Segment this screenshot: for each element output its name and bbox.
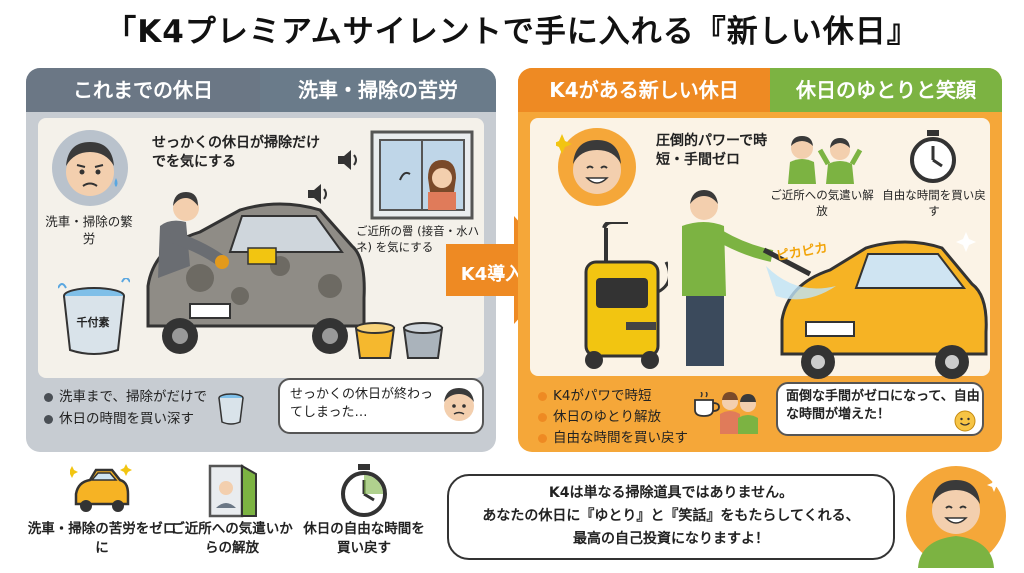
after-list: K4がパワで時短 休日のゆとり解放 自由な時間を買い戻す <box>538 386 688 449</box>
neighbor-label: ご近所の罾 (接音・水ハネ) を気にする <box>356 224 480 254</box>
feature-label: 洗車・掃除の苦労をゼロに <box>27 521 177 556</box>
after-speech-bubble <box>776 382 984 436</box>
smile-emoji-icon <box>954 410 976 432</box>
cleaning-buckets-icon <box>354 322 444 359</box>
speaker-icon <box>338 150 357 170</box>
power-text: 圧倒的パワーで時短・手間ゼロ <box>656 133 768 168</box>
water-bucket-icon <box>218 393 244 425</box>
before-header: これまでの休日 <box>26 68 260 112</box>
before-list: 洗車まで、掃除がだけで 休日の時間を買い深す <box>44 386 207 430</box>
coffee-cup-icon <box>694 392 720 417</box>
door-icon <box>208 464 257 518</box>
list-item: 休日の時間を買い深す <box>44 408 207 430</box>
stopwatch-icon <box>910 130 956 183</box>
worried-face-icon <box>52 130 128 206</box>
speaker-icon-2 <box>308 184 327 204</box>
stopwatch-icon <box>341 464 387 517</box>
sad-face-icon <box>444 388 474 421</box>
time-label: 自由な時間を買い戻す <box>882 188 986 218</box>
hardship-header: 洗車・掃除の苦労 <box>260 68 496 112</box>
shiny-car-icon <box>766 232 988 379</box>
page-title: 「K4プレミアムサイレントで手に入れる『新しい休日』 <box>105 14 919 50</box>
bullet-icon <box>538 392 547 401</box>
happy-face-icon <box>556 128 636 206</box>
relief-label: ご近所への気遣い解放 <box>770 188 874 218</box>
before-bubble-text: せっかくの休日が終わってしまった… <box>290 387 434 420</box>
final-speech-bubble <box>447 474 895 560</box>
worried-label: 洗車・掃除の繁労 <box>45 214 133 246</box>
list-item: 自由な時間を買い戻す <box>538 428 688 449</box>
bucket-icon <box>58 278 130 355</box>
feature-label: ご近所への気遣いからの解放 <box>171 521 293 556</box>
happy-family-icon <box>788 136 863 184</box>
list-item: 洗車まで、掃除がだけで <box>44 386 207 408</box>
feature-label: 休日の自由な時間を買い戻す <box>303 521 425 556</box>
final-message: K4は単なる掃除道具ではありません。 あなたの休日に『ゆとり』と『笑話』をもたら… <box>482 485 860 547</box>
relaxed-header: 休日のゆとりと笑顔 <box>770 68 1002 112</box>
after-bubble-text: 面倒な手間がゼロになって、自由な時間が増えた！ <box>786 389 980 422</box>
after-header: K4がある新しい休日 <box>518 68 770 112</box>
man-spraying-icon <box>682 190 812 366</box>
dirty-car-icon <box>146 192 366 354</box>
list-item: 休日のゆとり解放 <box>538 407 688 428</box>
bullet-icon <box>44 392 53 402</box>
bullet-icon <box>538 413 547 422</box>
bullet-icon <box>538 434 547 443</box>
smiling-man-avatar-icon <box>906 466 1006 568</box>
family-portrait-icon <box>720 392 758 434</box>
car-icon <box>70 464 132 512</box>
pressure-washer-icon <box>584 222 668 369</box>
list-item: K4がパワで時短 <box>538 386 688 407</box>
before-thought: せっかくの休日が掃除だけでを気にする <box>152 135 320 170</box>
neighbor-window-icon <box>370 130 474 220</box>
bucket-label: 千付素 <box>76 316 110 329</box>
bullet-icon <box>44 414 53 424</box>
